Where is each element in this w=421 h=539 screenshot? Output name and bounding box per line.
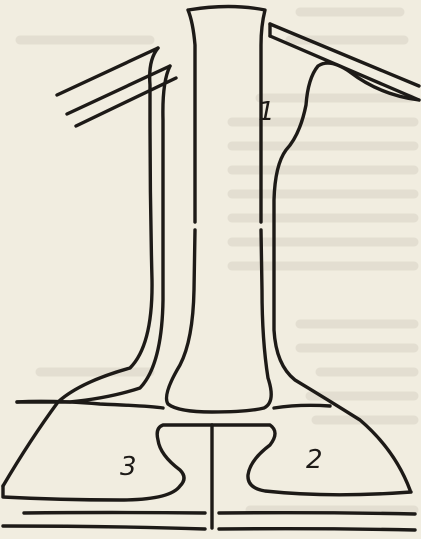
label-1: 1 (258, 97, 275, 127)
left-double-band (57, 48, 176, 126)
label-2: 2 (306, 445, 323, 475)
bleed-through-text (20, 12, 414, 510)
right-double-band (270, 24, 419, 100)
central-column-lower (167, 230, 272, 412)
base-divider (3, 425, 415, 530)
label-3: 3 (120, 452, 137, 482)
left-outer-contour (3, 48, 170, 486)
right-outer-contour (274, 63, 419, 490)
